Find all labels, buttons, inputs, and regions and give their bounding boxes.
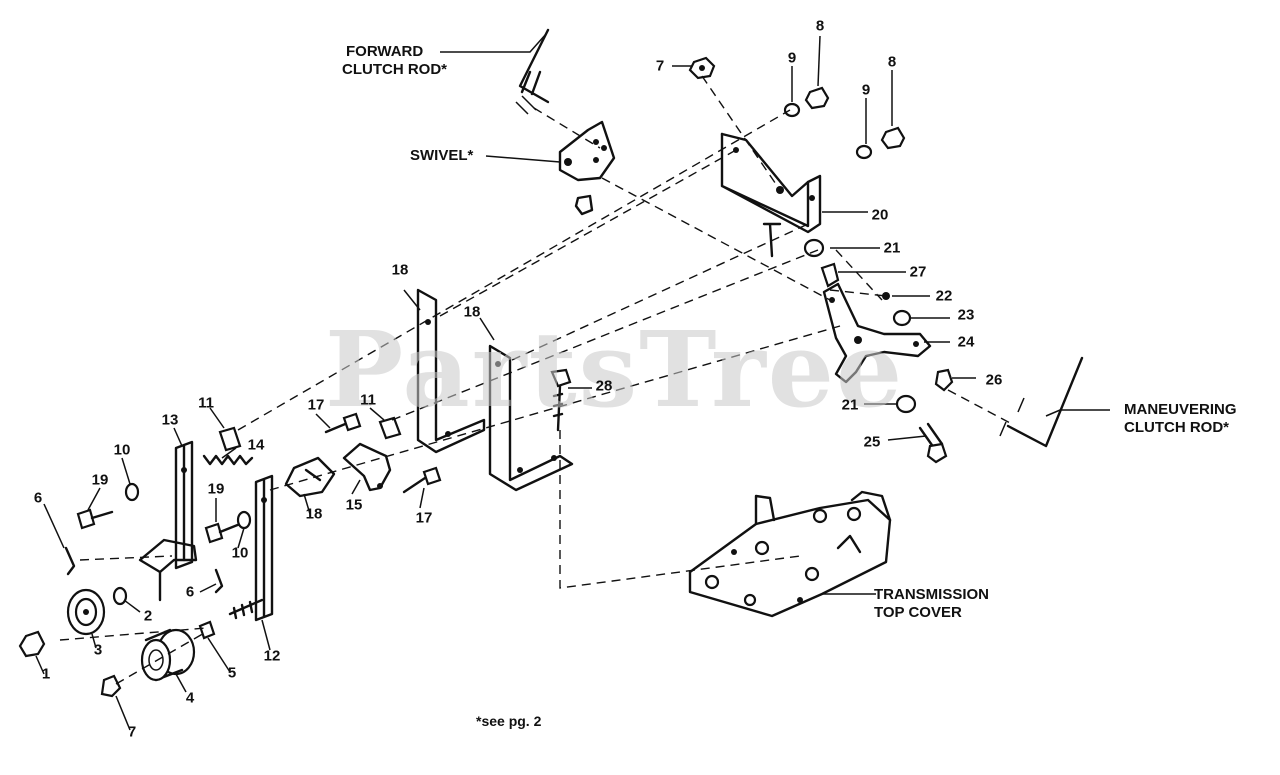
cotter-pin-6-a xyxy=(64,546,76,576)
callout-24: 24 xyxy=(957,333,975,351)
washer-10-a xyxy=(124,482,140,502)
watermark: PartsTree xyxy=(325,308,905,431)
nut-1 xyxy=(18,630,46,658)
callout-23: 23 xyxy=(957,306,975,324)
callout-9-b: 9 xyxy=(861,81,871,99)
callout-5: 5 xyxy=(227,664,237,682)
callout-10-b: 10 xyxy=(231,544,249,562)
callout-17-lower: 17 xyxy=(415,509,433,527)
callout-22: 22 xyxy=(935,287,953,305)
callout-27: 27 xyxy=(909,263,927,281)
bolt-19-right xyxy=(204,522,242,544)
roller-4 xyxy=(140,628,196,682)
spacer-5 xyxy=(198,620,216,640)
spacer-11-b xyxy=(378,416,402,440)
nut-7-bottom xyxy=(100,674,122,698)
callout-26: 26 xyxy=(985,371,1003,389)
label-maneuvering-clutch-rod-1: MANEUVERING xyxy=(1124,401,1237,418)
callout-21-lower: 21 xyxy=(841,396,859,414)
label-transmission-top-cover-1: TRANSMISSION xyxy=(874,586,990,603)
bolt-17-lower xyxy=(402,466,442,494)
swivel xyxy=(558,120,616,216)
callout-9-a: 9 xyxy=(787,49,797,67)
callout-12: 12 xyxy=(263,647,281,665)
maneuvering-clutch-rod xyxy=(999,356,1084,448)
assembly-lines xyxy=(59,75,1013,685)
callout-11-b: 11 xyxy=(360,391,376,409)
bolt-17-upper xyxy=(324,412,362,434)
washer-2 xyxy=(112,586,128,606)
callout-6-left: 6 xyxy=(33,489,43,507)
link-18-small xyxy=(284,456,336,498)
callout-7-bottom: 7 xyxy=(127,723,137,741)
bolt-28 xyxy=(550,368,572,432)
callout-15: 15 xyxy=(345,496,363,514)
callout-13: 13 xyxy=(161,411,179,429)
callout-18-small: 18 xyxy=(305,505,323,523)
hardware-top xyxy=(688,56,954,464)
plate-12 xyxy=(254,474,274,622)
callout-8-b: 8 xyxy=(887,53,897,71)
callout-19-right: 19 xyxy=(207,480,225,498)
callout-1: 1 xyxy=(41,665,51,683)
callout-8-a: 8 xyxy=(815,17,825,35)
footnote: *see pg. 2 xyxy=(476,713,542,729)
callout-25: 25 xyxy=(863,433,881,451)
callout-19-left: 19 xyxy=(91,471,109,489)
leader-lines xyxy=(35,33,1110,731)
callout-17-upper: 17 xyxy=(307,396,325,414)
label-forward-clutch-rod-2: CLUTCH ROD* xyxy=(342,61,447,78)
callout-21-upper: 21 xyxy=(883,239,901,257)
spacer-11-a xyxy=(218,426,242,452)
label-swivel: SWIVEL* xyxy=(410,147,474,164)
callout-28: 28 xyxy=(595,377,613,395)
callout-10-a: 10 xyxy=(113,441,131,459)
pulley-3 xyxy=(66,588,106,636)
plate-13 xyxy=(174,440,194,570)
upper-bracket xyxy=(720,132,822,234)
callout-3: 3 xyxy=(93,641,103,659)
cotter-pin-6-b xyxy=(214,568,224,594)
forward-clutch-rod xyxy=(515,28,550,115)
callout-4: 4 xyxy=(185,689,195,707)
transmission-top-cover xyxy=(688,490,892,618)
callout-7-top: 7 xyxy=(655,57,665,75)
label-transmission-top-cover-2: TOP COVER xyxy=(874,604,962,621)
callout-14: 14 xyxy=(247,436,265,454)
callout-18-rear: 18 xyxy=(391,261,409,279)
callout-11-a: 11 xyxy=(198,394,214,412)
washer-10-b xyxy=(236,510,252,530)
bracket-18-front xyxy=(488,344,574,492)
callout-6-center: 6 xyxy=(185,583,195,601)
callout-18-front: 18 xyxy=(463,303,481,321)
link-15 xyxy=(342,442,392,492)
callout-20: 20 xyxy=(871,206,889,224)
spring-14 xyxy=(202,454,254,466)
label-forward-clutch-rod-1: FORWARD xyxy=(346,43,424,60)
bellcrank xyxy=(822,282,932,384)
bolt-19-left xyxy=(76,508,114,530)
label-maneuvering-clutch-rod-2: CLUTCH ROD* xyxy=(1124,419,1229,436)
stud-12 xyxy=(228,598,264,620)
idler-bracket xyxy=(138,538,198,602)
callout-2: 2 xyxy=(143,607,153,625)
